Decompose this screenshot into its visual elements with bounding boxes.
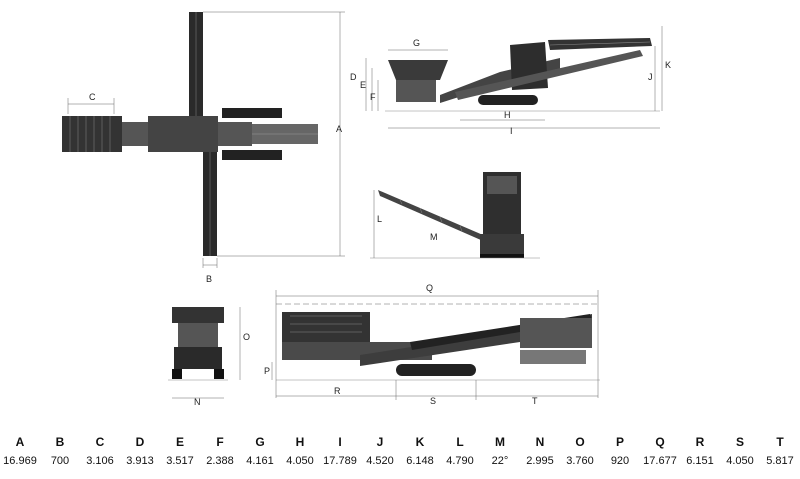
spec-column-h: H 4.050 bbox=[280, 432, 320, 470]
dim-label-f: F bbox=[370, 92, 376, 102]
spec-letter: G bbox=[255, 435, 265, 449]
spec-letter: S bbox=[735, 435, 744, 449]
front-view-drawing: O N bbox=[168, 307, 250, 407]
dim-label-a: A bbox=[336, 124, 342, 134]
spec-value: 17.677 bbox=[643, 455, 677, 467]
dim-label-l: L bbox=[377, 214, 382, 224]
spec-column-d: D 3.913 bbox=[120, 432, 160, 470]
side-view-drawing: D E F G H I J K bbox=[350, 26, 671, 136]
spec-value: 6.148 bbox=[406, 455, 434, 467]
dim-label-m: M bbox=[430, 232, 438, 242]
spec-value: 920 bbox=[610, 455, 630, 467]
spec-letter: E bbox=[175, 435, 184, 449]
spec-letter: F bbox=[216, 435, 224, 449]
dim-label-c: C bbox=[89, 92, 96, 102]
spec-column-j: J 4.520 bbox=[360, 432, 400, 470]
spec-column-n: N 2.995 bbox=[520, 432, 560, 470]
spec-value: 3.517 bbox=[166, 455, 194, 467]
spec-letter: T bbox=[776, 435, 784, 449]
dim-label-d: D bbox=[350, 72, 357, 82]
dim-label-p: P bbox=[264, 366, 270, 376]
dim-label-o: O bbox=[243, 332, 250, 342]
spec-letter: L bbox=[456, 435, 464, 449]
dim-label-h: H bbox=[504, 110, 511, 120]
spec-column-t: T 5.817 bbox=[760, 432, 800, 470]
spec-letter: K bbox=[415, 435, 425, 449]
spec-letter: J bbox=[376, 435, 384, 449]
dim-label-g: G bbox=[413, 38, 420, 48]
spec-value: 4.050 bbox=[726, 455, 754, 467]
dim-label-s: S bbox=[430, 396, 436, 406]
spec-value: 3.913 bbox=[126, 455, 154, 467]
end-view-drawing: L M bbox=[370, 172, 540, 259]
machine-dimension-drawings: A B C D E F G H I J K bbox=[62, 11, 671, 407]
spec-value: 4.790 bbox=[446, 455, 474, 467]
spec-column-m: M 22° bbox=[480, 432, 520, 470]
spec-value: 5.817 bbox=[766, 455, 794, 467]
spec-column-l: L 4.790 bbox=[440, 432, 480, 470]
top-view-drawing: A B C bbox=[62, 11, 345, 284]
spec-letter: O bbox=[575, 435, 585, 449]
spec-column-r: R 6.151 bbox=[680, 432, 720, 470]
dim-label-i: I bbox=[510, 126, 513, 136]
spec-letter: D bbox=[135, 435, 145, 449]
spec-letter: C bbox=[95, 435, 105, 449]
spec-column-s: S 4.050 bbox=[720, 432, 760, 470]
spec-value: 2.388 bbox=[206, 455, 234, 467]
spec-value: 2.995 bbox=[526, 455, 554, 467]
transport-view-drawing: P Q R S T bbox=[264, 283, 600, 406]
dim-label-r: R bbox=[334, 386, 341, 396]
dim-label-t: T bbox=[532, 396, 538, 406]
spec-column-i: I 17.789 bbox=[320, 432, 360, 470]
dimension-spec-table: A 16.969 B 700 C 3.106 D 3.913 E 3.517 F… bbox=[0, 432, 800, 470]
spec-value: 6.151 bbox=[686, 455, 714, 467]
dim-label-k: K bbox=[665, 60, 671, 70]
spec-column-e: E 3.517 bbox=[160, 432, 200, 470]
spec-value: 4.161 bbox=[246, 455, 274, 467]
spec-letter: B bbox=[55, 435, 65, 449]
spec-letter: H bbox=[295, 435, 305, 449]
spec-column-b: B 700 bbox=[40, 432, 80, 470]
spec-column-p: P 920 bbox=[600, 432, 640, 470]
spec-column-f: F 2.388 bbox=[200, 432, 240, 470]
spec-letter: M bbox=[495, 435, 505, 449]
dim-label-b: B bbox=[206, 274, 212, 284]
spec-value: 4.050 bbox=[286, 455, 314, 467]
spec-column-c: C 3.106 bbox=[80, 432, 120, 470]
spec-column-a: A 16.969 bbox=[0, 432, 40, 470]
spec-letter: Q bbox=[655, 435, 665, 449]
dim-label-n: N bbox=[194, 397, 201, 407]
spec-value: 17.789 bbox=[323, 455, 357, 467]
spec-value: 700 bbox=[50, 455, 70, 467]
spec-column-q: Q 17.677 bbox=[640, 432, 680, 470]
spec-letter: A bbox=[15, 435, 25, 449]
spec-letter: P bbox=[615, 435, 624, 449]
spec-value: 16.969 bbox=[3, 455, 37, 467]
spec-column-g: G 4.161 bbox=[240, 432, 280, 470]
spec-value: 22° bbox=[491, 455, 509, 467]
dim-label-e: E bbox=[360, 80, 366, 90]
dim-label-j: J bbox=[648, 72, 653, 82]
spec-column-k: K 6.148 bbox=[400, 432, 440, 470]
spec-column-o: O 3.760 bbox=[560, 432, 600, 470]
spec-letter: I bbox=[338, 435, 342, 449]
spec-value: 3.760 bbox=[566, 455, 594, 467]
spec-letter: N bbox=[535, 435, 545, 449]
dim-label-q: Q bbox=[426, 283, 433, 293]
spec-value: 4.520 bbox=[366, 455, 394, 467]
spec-letter: R bbox=[695, 435, 705, 449]
spec-value: 3.106 bbox=[86, 455, 114, 467]
